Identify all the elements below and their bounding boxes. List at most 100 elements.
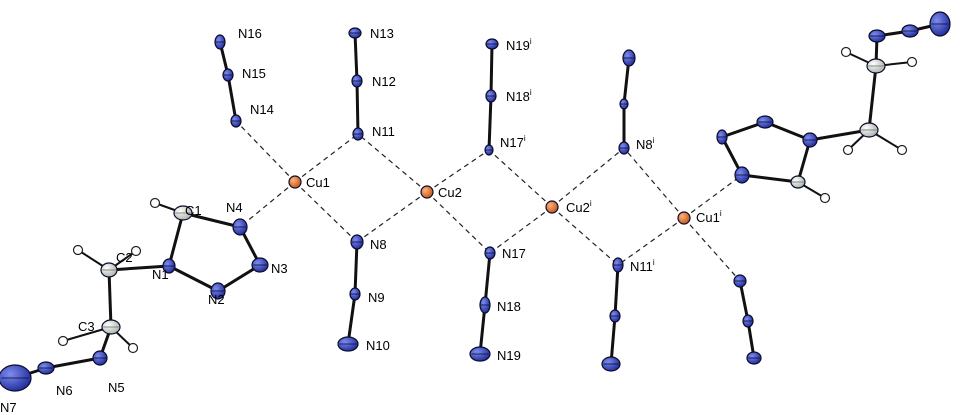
bond-N5-N6 [44,356,102,370]
atom-Cu2i-ellipsoid [545,200,559,214]
atom-label-text: N8 [370,237,387,252]
atom-label-text: N7 [0,400,17,415]
hydrogen-atom [72,244,84,256]
atom-label-Cu2i: Cu2i [566,199,592,215]
atom-label-N4: N4 [226,200,243,215]
atom-N11i [612,257,624,273]
bond-N18i-N17i [487,94,493,152]
atom-N6 [37,361,55,375]
atom-label-text: N6 [56,383,73,398]
atom-label-N6: N6 [56,383,73,398]
coordination-bond-Cu1-N4 [239,181,296,228]
atom-R_N11a [609,309,621,323]
atom-Cu2 [420,185,434,199]
atom-R_N5 [868,29,886,43]
atom-label-text: N2 [208,292,225,307]
atom-label-text: N1 [152,267,169,282]
atom-label-text: Cu1 [306,175,330,190]
atom-Cu1-ellipsoid [288,175,302,189]
atom-Cu2-ellipsoid [420,185,434,199]
bond-N11i-R_N11a [613,263,620,318]
atom-label-text: Cu1 [696,210,720,225]
coordination-bonds [235,120,743,282]
atom-C3 [101,319,121,335]
bond-N13-N12 [353,31,359,83]
atom-label-text: N19 [497,348,521,363]
atom-label-N2: N2 [208,292,225,307]
atom-R_N11b [601,356,621,372]
hydrogen-atom [57,335,69,347]
bond-N9-N10 [346,292,357,346]
coordination-bond-Cu1-N11 [294,133,359,183]
atom-R_N1 [802,132,818,148]
atom-R_N8a [619,98,629,110]
atom-label-text: N4 [226,200,243,215]
atom-N19 [469,346,491,362]
bond-N12-N11 [355,79,360,136]
atom-label-Cu1i: Cu1i [696,209,722,225]
coordination-bond-Cu2i-N17i [488,149,553,208]
bond-C1-N4 [181,211,242,229]
atom-label-N8: N8 [370,237,387,252]
atom-label-text: N14 [250,102,274,117]
atom-R_C3 [866,58,886,74]
atom-label-N19i: N19i [506,37,532,53]
bond-N19i-N18i [489,42,494,98]
atom-Cu1i-ellipsoid [677,211,691,225]
atom-label-N5: N5 [108,380,125,395]
coordination-bond-Cu2i-N11i [551,206,619,266]
atom-N4 [232,218,248,236]
coordination-bond-Cu2-N17i [426,149,490,193]
atom-Cu1 [288,175,302,189]
atom-label-text: N11 [630,259,653,274]
atom-R_N16 [746,351,762,365]
atom-label-text: N18 [506,89,530,104]
atoms [0,11,951,392]
hydrogen-atom [906,56,918,68]
atom-label-N18i: N18i [506,88,532,104]
atom-label-text: N10 [366,338,390,353]
atom-N17i [484,144,494,156]
atom-label-N13: N13 [370,26,394,41]
coordination-bond-Cu2-N8 [356,191,428,243]
bond-N1-C1 [167,211,185,268]
hydrogen-atom [840,46,852,58]
atom-Cu1i [677,211,691,225]
atom-label-text: N8 [636,137,653,152]
atom-N19i [485,38,499,50]
atom-label-text: Cu2 [566,200,590,215]
coordination-bond-Cu1-N8 [294,181,358,243]
atom-label-N12: N12 [372,74,396,89]
bond-R_C2-R_C3 [867,64,878,132]
atom-R_C1 [790,175,806,189]
atom-label-N7: N7 [0,400,17,415]
atom-label-C2: C2 [116,250,133,265]
atom-label-N9: N9 [368,290,385,305]
atom-R_N14 [733,274,747,288]
atom-label-N17: N17 [502,246,526,261]
coordination-bond-Cu1i-R_N14 [683,217,741,282]
atom-label-symmetry-superscript: i [530,37,532,46]
bond-N17-N18 [483,251,492,307]
atom-label-N18: N18 [497,299,521,314]
atom-label-N10: N10 [366,338,390,353]
hydrogen-atom [149,197,161,209]
atom-label-text: N18 [497,299,521,314]
atom-N10 [337,336,359,352]
atom-label-symmetry-superscript: i [720,209,722,218]
atom-label-text: N3 [271,261,288,276]
coordination-bond-Cu2i-N17 [489,206,553,254]
atom-label-N11i: N11i [630,258,655,274]
atom-label-C3: C3 [78,319,95,334]
atom-N12 [351,74,363,88]
atom-label-N3: N3 [271,261,288,276]
coordination-bond-Cu1-N14 [235,120,296,183]
hydrogen-atom [127,342,139,354]
atom-label-text: N9 [368,290,385,305]
atom-label-N15: N15 [242,66,266,81]
atom-label-N19: N19 [497,348,521,363]
bond-N8-N9 [353,240,359,296]
atom-N9 [349,287,361,301]
atom-label-N17i: N17i [500,134,526,150]
